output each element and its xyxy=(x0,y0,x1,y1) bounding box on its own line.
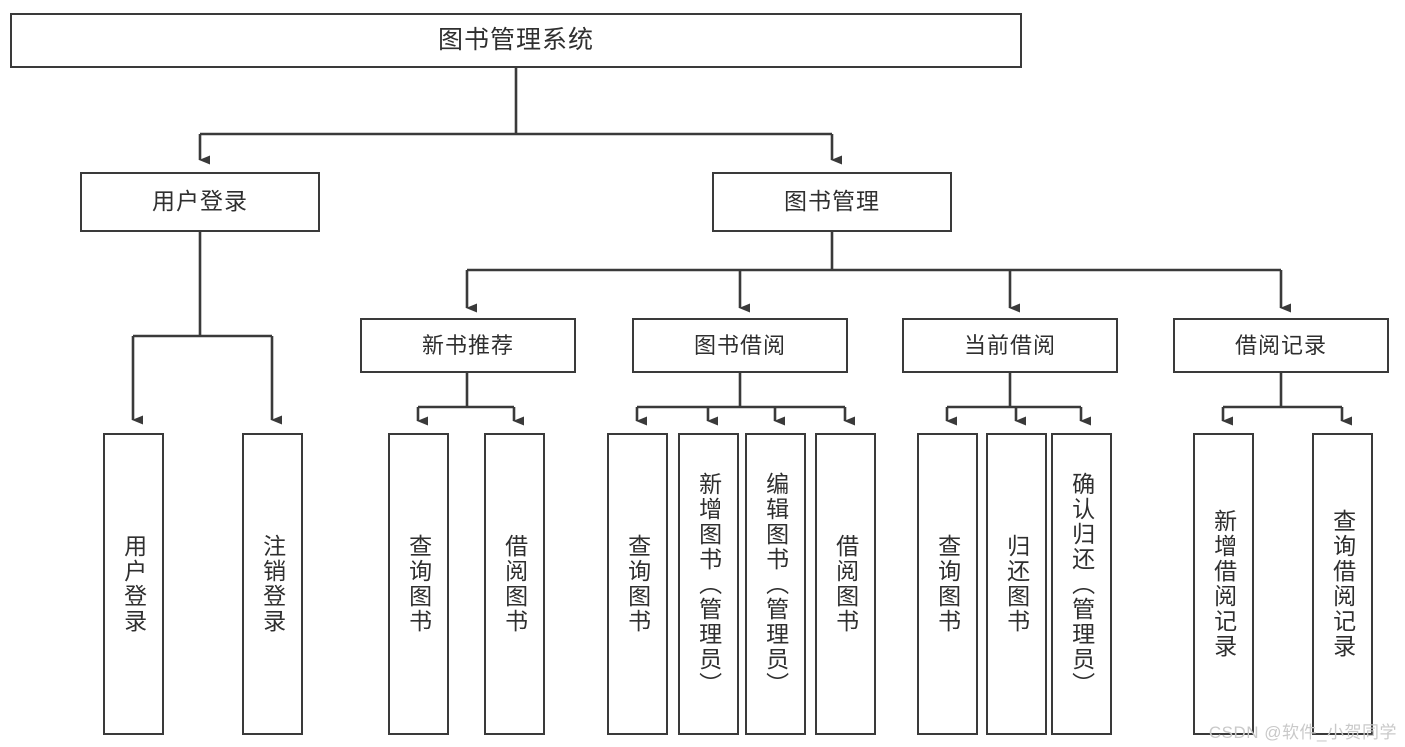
node-leaf-query-book-1[interactable]: 查询图书 xyxy=(388,433,449,735)
node-leaf-query-book-2[interactable]: 查询图书 xyxy=(607,433,668,735)
node-borrow-record-label: 借阅记录 xyxy=(1234,332,1327,358)
node-root[interactable]: 图书管理系统 xyxy=(10,13,1022,68)
node-leaf-confirm-return[interactable]: 确认归还（管理员） xyxy=(1051,433,1112,735)
node-leaf-query-record-label: 查询借阅记录 xyxy=(1329,509,1356,659)
node-book-borrow-label: 图书借阅 xyxy=(693,332,786,358)
node-leaf-edit-book[interactable]: 编辑图书（管理员） xyxy=(745,433,806,735)
node-leaf-query-record[interactable]: 查询借阅记录 xyxy=(1312,433,1373,735)
node-leaf-query-book-1-label: 查询图书 xyxy=(405,534,432,634)
node-leaf-query-book-3-label: 查询图书 xyxy=(934,534,961,634)
node-user-login-label: 用户登录 xyxy=(152,188,248,215)
node-leaf-borrow-book-1-label: 借阅图书 xyxy=(501,534,528,634)
node-current-borrow[interactable]: 当前借阅 xyxy=(902,318,1118,373)
node-leaf-edit-book-label: 编辑图书（管理员） xyxy=(762,471,789,697)
node-leaf-add-record-label: 新增借阅记录 xyxy=(1210,509,1237,659)
node-leaf-add-book-label: 新增图书（管理员） xyxy=(695,471,722,697)
node-leaf-logout-login-label: 注销登录 xyxy=(259,534,286,634)
node-leaf-query-book-3[interactable]: 查询图书 xyxy=(917,433,978,735)
node-leaf-return-book-label: 归还图书 xyxy=(1003,534,1030,634)
node-book-management-label: 图书管理 xyxy=(784,188,880,215)
node-book-management[interactable]: 图书管理 xyxy=(712,172,952,232)
node-leaf-borrow-book-2[interactable]: 借阅图书 xyxy=(815,433,876,735)
node-leaf-user-login[interactable]: 用户登录 xyxy=(103,433,164,735)
node-leaf-logout-login[interactable]: 注销登录 xyxy=(242,433,303,735)
node-leaf-confirm-return-label: 确认归还（管理员） xyxy=(1068,471,1095,697)
node-user-login[interactable]: 用户登录 xyxy=(80,172,320,232)
node-new-book-recommend[interactable]: 新书推荐 xyxy=(360,318,576,373)
csdn-watermark: CSDN @软件_小贺同学 xyxy=(1208,723,1397,742)
node-leaf-borrow-book-1[interactable]: 借阅图书 xyxy=(484,433,545,735)
node-borrow-record[interactable]: 借阅记录 xyxy=(1173,318,1389,373)
node-new-book-recommend-label: 新书推荐 xyxy=(421,332,514,358)
node-leaf-user-login-label: 用户登录 xyxy=(120,534,147,634)
node-root-label: 图书管理系统 xyxy=(437,25,594,54)
node-leaf-add-book[interactable]: 新增图书（管理员） xyxy=(678,433,739,735)
node-book-borrow[interactable]: 图书借阅 xyxy=(632,318,848,373)
node-leaf-return-book[interactable]: 归还图书 xyxy=(986,433,1047,735)
node-leaf-add-record[interactable]: 新增借阅记录 xyxy=(1193,433,1254,735)
node-leaf-borrow-book-2-label: 借阅图书 xyxy=(832,534,859,634)
node-current-borrow-label: 当前借阅 xyxy=(963,332,1056,358)
node-leaf-query-book-2-label: 查询图书 xyxy=(624,534,651,634)
